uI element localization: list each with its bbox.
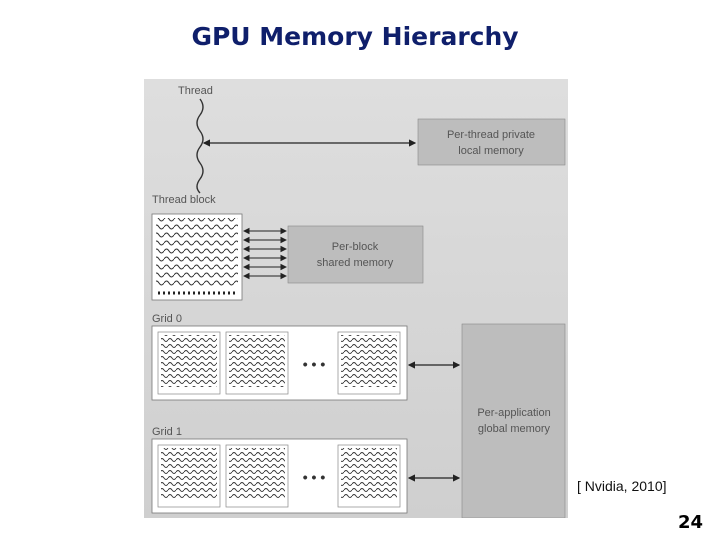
grid1-block-2-warps — [229, 448, 285, 500]
local-memory-line2: local memory — [458, 145, 524, 157]
local-memory-box — [417, 118, 566, 166]
thread-block-warps — [156, 218, 238, 288]
thread-block-label: Thread block — [152, 194, 216, 206]
thread-label: Thread — [178, 85, 213, 97]
citation: [ Nvidia, 2010] — [577, 478, 667, 494]
local-memory-line1: Per-thread private — [447, 129, 535, 141]
grid1-block-1-warps — [161, 448, 217, 500]
grid1-block-3-warps — [341, 448, 397, 500]
slide-title: GPU Memory Hierarchy — [191, 22, 519, 51]
shared-memory-line2: shared memory — [317, 257, 394, 269]
diagram-canvas: Thread Per-thread private local memory T… — [151, 85, 566, 518]
grid0-ellipsis: • • • — [303, 356, 326, 372]
grid0-block-1-warps — [161, 335, 217, 387]
thread-squiggle — [196, 98, 204, 194]
page-number: 24 — [678, 512, 704, 533]
block-shared-arrows — [242, 227, 288, 280]
memory-hierarchy-diagram: Thread Per-thread private local memory T… — [144, 79, 568, 518]
global-memory-box — [461, 323, 566, 518]
global-memory-line2: global memory — [478, 423, 551, 435]
grid1-ellipsis: • • • — [303, 469, 326, 485]
global-memory-line1: Per-application — [477, 407, 550, 419]
grid0-label: Grid 0 — [152, 313, 182, 325]
shared-memory-box — [287, 225, 424, 284]
grid0-block-3-warps — [341, 335, 397, 387]
grid1-label: Grid 1 — [152, 426, 182, 438]
grid0-block-2-warps — [229, 335, 285, 387]
shared-memory-line1: Per-block — [332, 241, 379, 253]
